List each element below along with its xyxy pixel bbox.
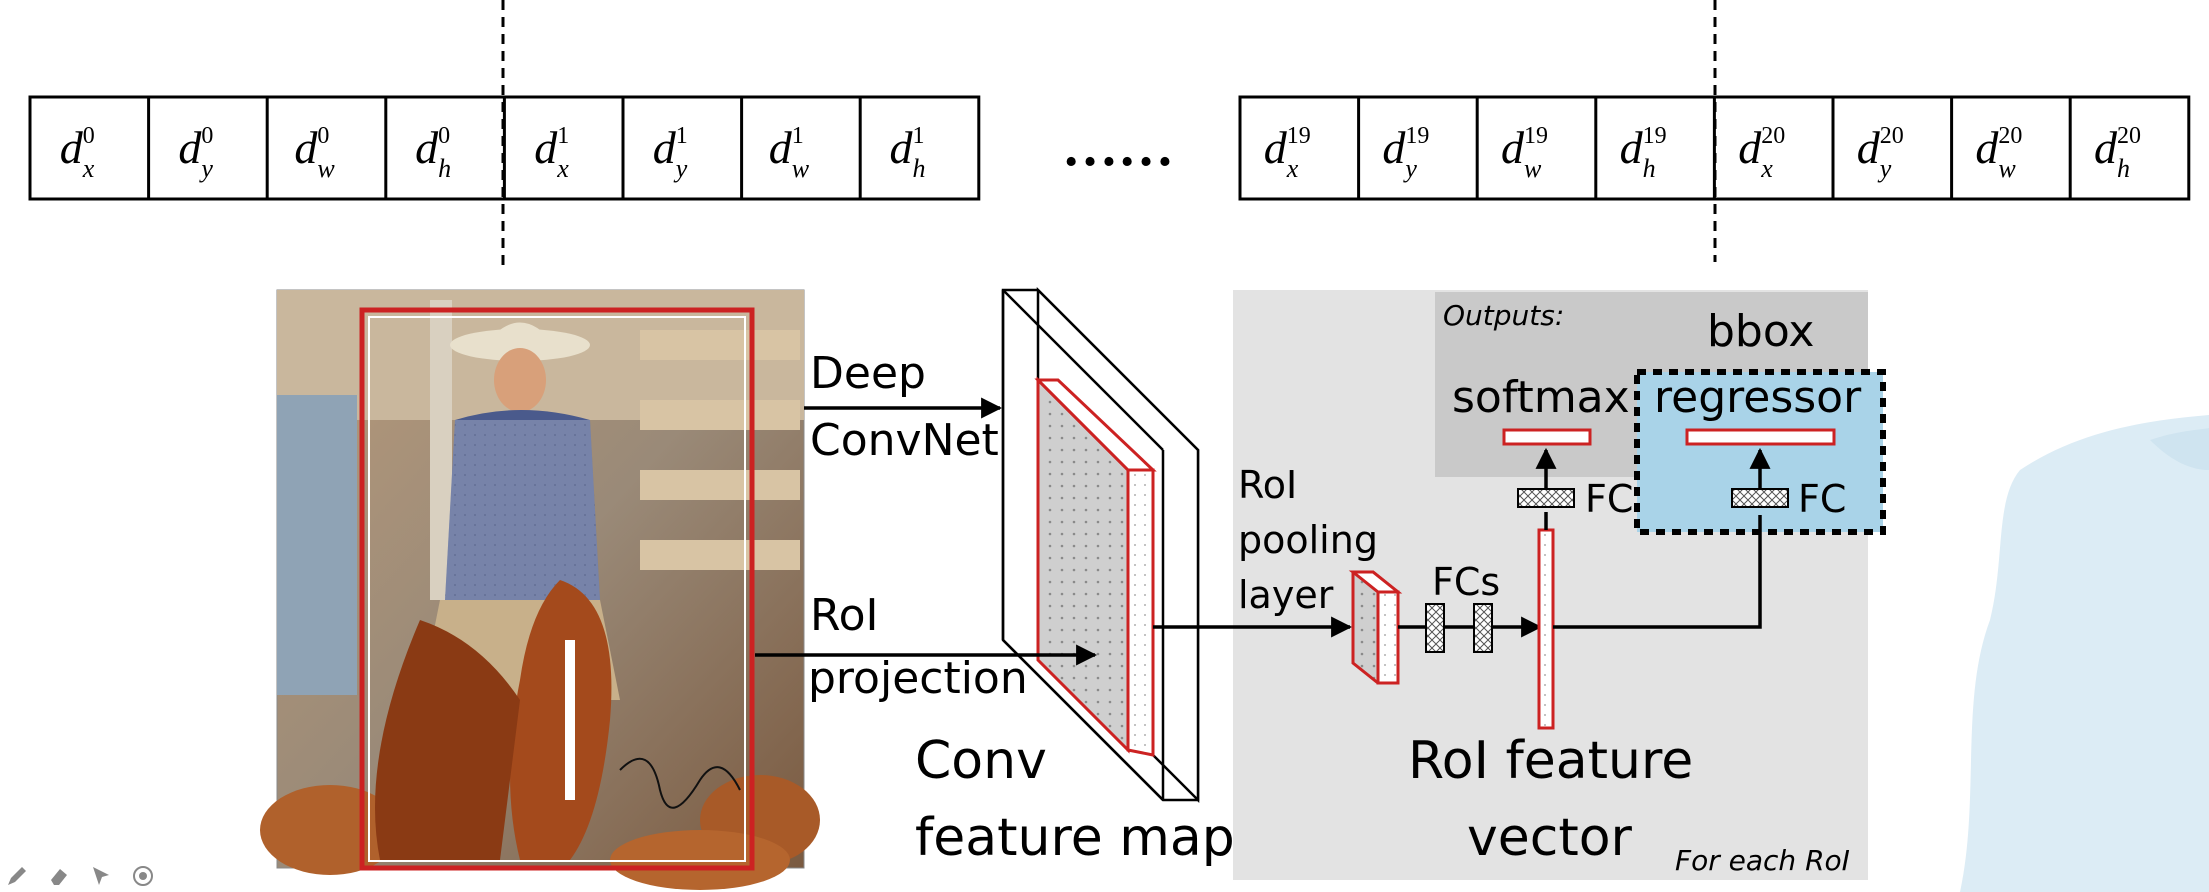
label-roi: RoI <box>810 590 879 641</box>
eraser-tool[interactable] <box>46 863 72 889</box>
label-for-each-roi: For each RoI <box>1675 844 1850 877</box>
record-icon <box>133 866 153 886</box>
bbox-output <box>1685 428 1836 446</box>
label-fc-right: FC <box>1798 477 1846 521</box>
label-regressor: regressor <box>1654 372 1862 423</box>
input-photo <box>260 289 820 890</box>
pointer-tool[interactable] <box>88 863 114 889</box>
label-roi-feature: RoI feature <box>1408 731 1693 791</box>
label-fc-left: FC <box>1585 477 1633 521</box>
label-bbox: bbox <box>1707 306 1814 357</box>
label-fcs: FCs <box>1432 560 1500 604</box>
branch-to-bbox <box>1553 515 1762 629</box>
record-tool[interactable] <box>130 863 156 889</box>
label-projection: projection <box>808 653 1028 704</box>
fc-block-2 <box>1473 603 1493 653</box>
label-outputs: Outputs: <box>1443 299 1564 332</box>
label-vector: vector <box>1467 808 1633 868</box>
roi-pooled-feature <box>1348 570 1403 685</box>
ellipsis: …… <box>1062 116 1174 178</box>
eraser-icon <box>51 869 67 885</box>
fc-bbox-block <box>1731 488 1789 508</box>
label-feature-map: feature map <box>915 808 1235 868</box>
label-conv: Conv <box>915 731 1047 791</box>
label-roi-pool-3: layer <box>1238 573 1334 617</box>
fc-softmax-block <box>1517 488 1575 508</box>
pointer-icon <box>93 867 109 885</box>
pen-tool[interactable] <box>4 863 30 889</box>
roi-feature-vector <box>1537 528 1555 730</box>
conv-feature-map <box>1001 286 1200 804</box>
label-deep: Deep <box>810 348 926 399</box>
annotation-toolbar <box>0 860 204 892</box>
label-convnet: ConvNet <box>810 415 999 466</box>
fc-block-1 <box>1425 603 1445 653</box>
label-softmax: softmax <box>1452 372 1630 423</box>
label-roi-pool-2: pooling <box>1238 518 1378 562</box>
label-roi-pool-1: RoI <box>1238 463 1297 507</box>
background-sky-shape-2 <box>2150 428 2209 470</box>
softmax-output <box>1502 428 1592 446</box>
background-sky-shape <box>1960 415 2209 892</box>
pen-icon <box>8 867 26 885</box>
